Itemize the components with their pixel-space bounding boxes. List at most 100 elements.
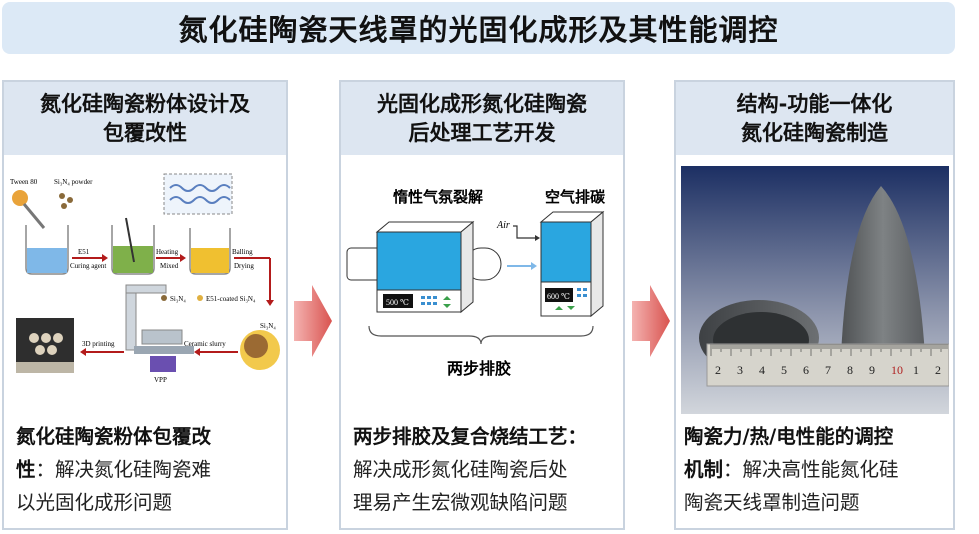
si3n4-powder-label: Si₃N₄ powder: [54, 178, 93, 186]
panel-description: 两步排胶及复合烧结工艺： 解决成形氮化硅陶瓷后处 理易产生宏微观缺陷问题: [353, 420, 617, 519]
coated-legend-label: E51-coated Si₃N₄: [206, 295, 256, 303]
steel-ruler: [706, 343, 949, 387]
arrow-head: [266, 300, 274, 306]
part-ruler: [16, 362, 74, 373]
panel-heading: 氮化硅陶瓷粉体设计及 包覆改性: [4, 82, 286, 155]
beaker-3-liquid: [191, 248, 229, 273]
part-hole: [35, 345, 45, 355]
ruler-number: 2: [935, 363, 941, 377]
e51-label: E51: [78, 248, 90, 256]
flow-arrow-icon: [632, 285, 670, 357]
arrow-head: [80, 348, 86, 356]
tween-label: Tween 80: [10, 178, 38, 186]
air-carbon-removal-label: 空气排碳: [545, 188, 606, 206]
tween-droplet: [12, 190, 28, 206]
ruler-number: 5: [781, 363, 787, 377]
ruler-number: 1: [913, 363, 919, 377]
panel-integrated-manufacturing: 结构-功能一体化 氮化硅陶瓷制造 2 3 4 5 6 7 8 9 10 1 2 陶瓷力/热/电性能的…: [674, 80, 955, 530]
panel-heading: 光固化成形氮化硅陶瓷 后处理工艺开发: [341, 82, 623, 155]
ceramic-slurry-label: Ceramic slurry: [184, 340, 226, 348]
part-hole: [41, 333, 51, 343]
ruler-number: 7: [825, 363, 831, 377]
furnace-2-side: [590, 210, 604, 318]
furnace-2-display: [545, 288, 573, 302]
panel-heading-line2: 后处理工艺开发: [408, 120, 556, 145]
ruler-number: 3: [737, 363, 743, 377]
coated-legend-dot: [197, 295, 203, 301]
sphere-core: [244, 334, 268, 358]
two-step-debinding-label: 两步排胶: [447, 359, 511, 378]
part-hole: [29, 333, 39, 343]
panel-powder-design: 氮化硅陶瓷粉体设计及 包覆改性 Tween 80 Si₃N₄ powder E5…: [2, 80, 288, 530]
description-bold-line2: 机制: [684, 458, 724, 481]
furnace-2-body: [540, 221, 592, 283]
furnace-1-temp: 500 ℃: [386, 298, 409, 307]
furnace-1-keypad: [421, 296, 451, 308]
panel-heading-line1: 光固化成形氮化硅陶瓷: [377, 91, 587, 116]
debinding-process-diagram: 惰性气氛裂解 空气排碳 500 ℃ Air 600 ℃: [346, 188, 606, 378]
air-inlet-arrow-head: [535, 235, 540, 241]
panel-heading-line1: 结构-功能一体化: [736, 91, 893, 116]
furnace-1-display: [383, 294, 413, 308]
stirrer: [125, 217, 135, 263]
transfer-arrow-head: [531, 262, 537, 270]
panel-heading-line2: 包覆改性: [103, 120, 187, 145]
powder-coating-process-diagram: Tween 80 Si₃N₄ powder E51 Curing agent H…: [10, 173, 280, 384]
printing-label: 3D printing: [82, 340, 115, 348]
furnace-2-temp: 600 ℃: [547, 292, 570, 301]
title-bar: 氮化硅陶瓷天线罩的光固化成形及其性能调控: [2, 2, 955, 54]
mixed-label: Mixed: [160, 262, 179, 270]
ruler-number: 6: [803, 363, 809, 377]
panel-post-processing: 光固化成形氮化硅陶瓷 后处理工艺开发 惰性气氛裂解 空气排碳 500 ℃ Air: [339, 80, 625, 530]
description-line3: 陶瓷天线罩制造问题: [684, 491, 860, 514]
furnace-1-top: [375, 221, 475, 233]
panel-description: 陶瓷力/热/电性能的调控 机制：解决高性能氮化硅 陶瓷天线罩制造问题: [684, 420, 947, 519]
arrow-head: [180, 254, 186, 262]
printer-frame: [125, 284, 137, 351]
arrow-head: [194, 348, 200, 356]
si3n4-sphere-label: Si₃N₄: [260, 322, 276, 330]
powder-dot: [59, 193, 65, 199]
vpp-label: VPP: [154, 376, 167, 384]
inert-atmosphere-label: 惰性气氛裂解: [393, 188, 483, 206]
description-bold-line1: 氮化硅陶瓷粉体包覆改: [16, 425, 212, 448]
dropper: [22, 203, 46, 229]
part-hole: [47, 345, 57, 355]
beaker-1-liquid: [27, 248, 67, 273]
panel-heading-line1: 氮化硅陶瓷粉体设计及: [40, 91, 250, 116]
beaker-2: [111, 225, 155, 275]
part-hole: [53, 333, 63, 343]
balling-label: Balling: [232, 248, 253, 256]
air-inlet-label: Air: [496, 220, 510, 231]
printer-vat: [134, 346, 194, 354]
description-line3: 理易产生宏微观缺陷问题: [353, 491, 568, 514]
furnace-1-side: [460, 220, 474, 314]
ruler-numbers: 2 3 4 5 6 7 8 9 10 1 2: [715, 363, 941, 377]
ruler-number: 9: [869, 363, 875, 377]
printer-arm: [125, 284, 167, 294]
radome-cone: [841, 186, 925, 356]
page-title: 氮化硅陶瓷天线罩的光固化成形及其性能调控: [178, 13, 779, 47]
description-bold-line1: 陶瓷力/热/电性能的调控: [684, 425, 894, 448]
panel-description: 氮化硅陶瓷粉体包覆改 性：解决氮化硅陶瓷难 以光固化成形问题: [16, 420, 280, 519]
furnace-1-body: [376, 231, 462, 291]
ruler-number: 2: [715, 363, 721, 377]
ruler-number: 8: [847, 363, 853, 377]
description-line2-rest: ：解决高性能氮化硅: [723, 458, 899, 481]
beaker-3: [189, 228, 231, 275]
arrow-head: [102, 254, 108, 262]
beaker-1: [25, 225, 69, 275]
ruler-number: 10: [891, 363, 903, 377]
ruler-number: 4: [759, 363, 765, 377]
drying-label: Drying: [234, 262, 254, 270]
si3n4-legend-dot: [161, 295, 167, 301]
inset-wave: [169, 184, 231, 192]
curing-agent-label: Curing agent: [70, 262, 106, 270]
powder-dot: [61, 203, 67, 209]
ruler-ticks: [710, 344, 948, 356]
powder-dot: [67, 197, 73, 203]
vpp-light: [150, 356, 176, 372]
printer-platform: [141, 329, 183, 345]
panel-heading: 结构-功能一体化 氮化硅陶瓷制造: [676, 82, 953, 155]
description-line2-rest: ：解决氮化硅陶瓷难: [35, 458, 212, 481]
